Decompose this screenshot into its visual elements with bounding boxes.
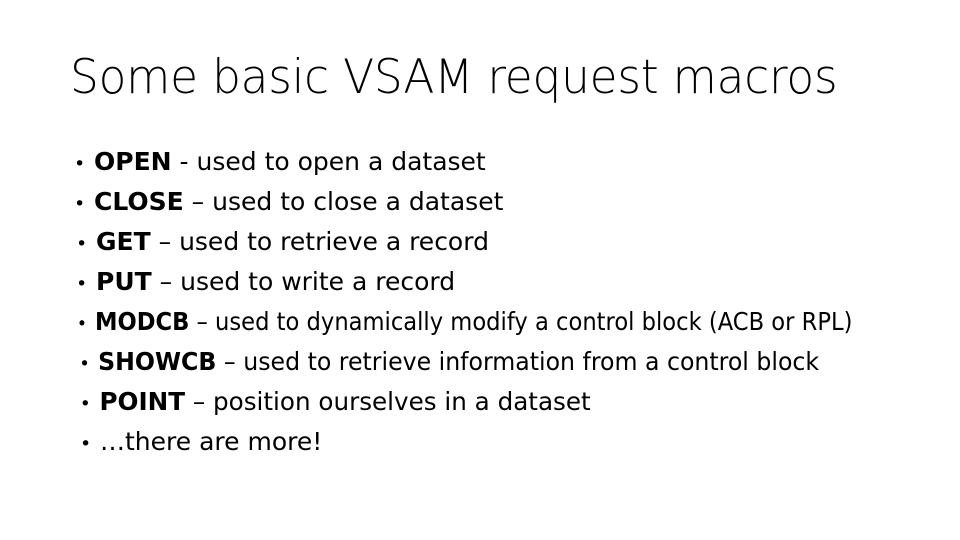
- bullet-icon: •: [74, 153, 86, 175]
- bullet-icon: •: [80, 433, 92, 455]
- list-item-description: …there are more!: [100, 427, 323, 456]
- bullet-icon: •: [76, 273, 88, 295]
- list-item-term: PUT: [96, 267, 152, 296]
- bullet-icon: •: [76, 233, 88, 255]
- page-title: Some basic VSAM request macros: [70, 50, 838, 105]
- list-item: • CLOSE – used to close a dataset: [66, 182, 906, 222]
- bullet-icon: •: [79, 353, 90, 375]
- list-item: • POINT – position ourselves in a dataset: [66, 382, 893, 422]
- list-item-separator: -: [171, 147, 197, 176]
- bullet-icon: •: [79, 393, 91, 415]
- list-item-separator: –: [150, 227, 180, 256]
- list-item-term: POINT: [99, 387, 186, 416]
- list-item-separator: –: [185, 387, 214, 416]
- list-item-description: used to close a dataset: [212, 187, 504, 216]
- list-item-term: CLOSE: [94, 187, 184, 216]
- bullet-icon: •: [74, 193, 86, 215]
- list-item: • SHOWCB – used to retrieve information f…: [66, 342, 860, 382]
- list-item: • MODCB – used to dynamically modify a co…: [66, 302, 853, 342]
- list-item-separator: –: [151, 267, 181, 296]
- list-item-description: used to write a record: [180, 267, 456, 296]
- list-item-description: used to dynamically modify a control blo…: [215, 307, 853, 336]
- list-item-description: position ourselves in a dataset: [213, 387, 591, 416]
- list-item-separator: –: [183, 187, 213, 216]
- bullet-list: • OPEN - used to open a dataset • CLOSE – …: [66, 142, 906, 462]
- list-item: • PUT – used to write a record: [66, 262, 906, 302]
- bullet-icon: •: [76, 313, 88, 335]
- list-item-separator: –: [216, 347, 244, 376]
- list-item-term: GET: [96, 227, 151, 256]
- list-item-separator: –: [189, 307, 216, 336]
- list-item: • OPEN - used to open a dataset: [66, 142, 906, 182]
- list-item-description: used to open a dataset: [196, 147, 486, 176]
- list-item-description: used to retrieve a record: [179, 227, 489, 256]
- list-item-description: used to retrieve information from a cont…: [243, 347, 820, 376]
- list-item-term: MODCB: [94, 307, 190, 336]
- list-item-term: OPEN: [94, 147, 172, 176]
- list-item: • …there are more!: [66, 422, 906, 462]
- list-item: • GET – used to retrieve a record: [66, 222, 906, 262]
- list-item-term: SHOWCB: [98, 347, 217, 376]
